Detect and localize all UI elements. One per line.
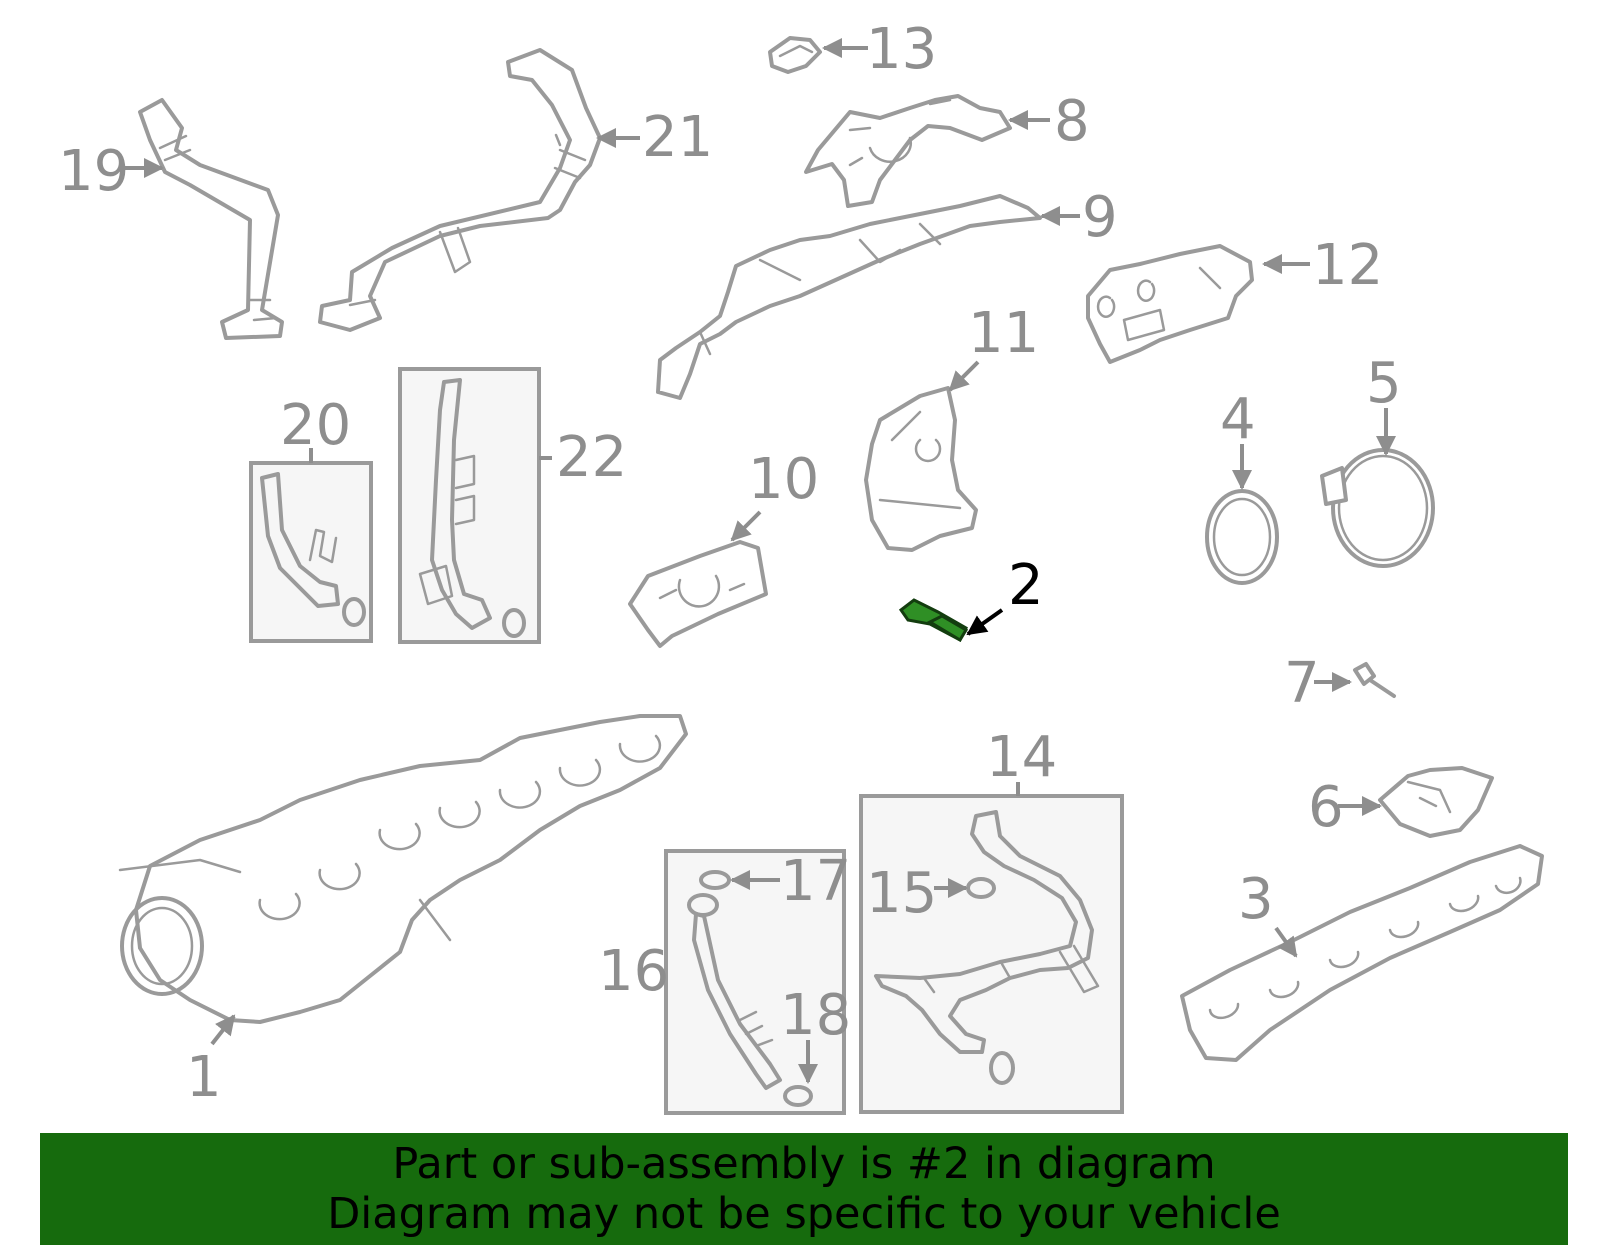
part-6-bracket — [1378, 766, 1494, 838]
leader-1 — [210, 1014, 236, 1046]
callout-21: 21 — [642, 105, 713, 170]
info-banner: Part or sub-assembly is #2 in diagram Di… — [40, 1133, 1568, 1245]
callout-22: 22 — [556, 425, 627, 490]
callout-11: 11 — [968, 301, 1039, 366]
part-3-manifold-gasket — [1180, 844, 1544, 1062]
leader-3 — [1274, 926, 1298, 958]
part-4-gasket-ring — [1205, 489, 1279, 585]
callout-18: 18 — [780, 983, 851, 1048]
callout-10: 10 — [748, 447, 819, 512]
callout-1: 1 — [186, 1045, 222, 1110]
banner-line-1: Part or sub-assembly is #2 in diagram — [392, 1139, 1216, 1189]
part-9-heat-shield — [656, 194, 1042, 400]
part-12-heat-shield — [1086, 244, 1254, 364]
part-18-o-ring — [783, 1085, 813, 1107]
part-5-clamp — [1320, 448, 1435, 568]
callout-20: 20 — [280, 393, 351, 458]
callout-4: 4 — [1220, 387, 1256, 452]
part-21-hose — [318, 48, 602, 332]
callout-5: 5 — [1366, 351, 1402, 416]
callout-12: 12 — [1312, 233, 1383, 298]
part-7-bolt — [1353, 662, 1396, 698]
callout-19: 19 — [58, 139, 129, 204]
callout-15: 15 — [866, 861, 937, 926]
callout-17: 17 — [780, 849, 851, 914]
callout-16: 16 — [598, 939, 669, 1004]
part-15-o-ring — [966, 877, 996, 899]
part-2-sensor-highlighted — [898, 598, 969, 643]
part-10-heat-shield — [628, 540, 768, 648]
part-13-seal — [768, 36, 822, 74]
banner-line-2: Diagram may not be specific to your vehi… — [327, 1189, 1281, 1239]
part-14-oil-line — [874, 810, 1100, 1085]
leader-10 — [730, 510, 762, 542]
leader-2 — [966, 608, 1004, 636]
part-22-pipe — [418, 378, 526, 638]
box-part-22 — [398, 367, 541, 644]
callout-8: 8 — [1054, 89, 1090, 154]
part-11-heat-shield — [864, 386, 978, 552]
part-16-pipe — [687, 893, 782, 1090]
part-17-o-ring — [699, 870, 731, 890]
callout-6: 6 — [1308, 775, 1344, 840]
callout-14: 14 — [986, 725, 1057, 790]
callout-13: 13 — [866, 17, 937, 82]
callout-7: 7 — [1284, 651, 1320, 716]
leader-11 — [948, 360, 980, 392]
part-20-pipe — [260, 472, 366, 627]
part-8-heat-shield — [804, 94, 1012, 208]
callout-3: 3 — [1238, 867, 1274, 932]
callout-2: 2 — [1008, 553, 1044, 618]
part-19-hose — [138, 98, 284, 340]
callout-9: 9 — [1082, 185, 1118, 250]
